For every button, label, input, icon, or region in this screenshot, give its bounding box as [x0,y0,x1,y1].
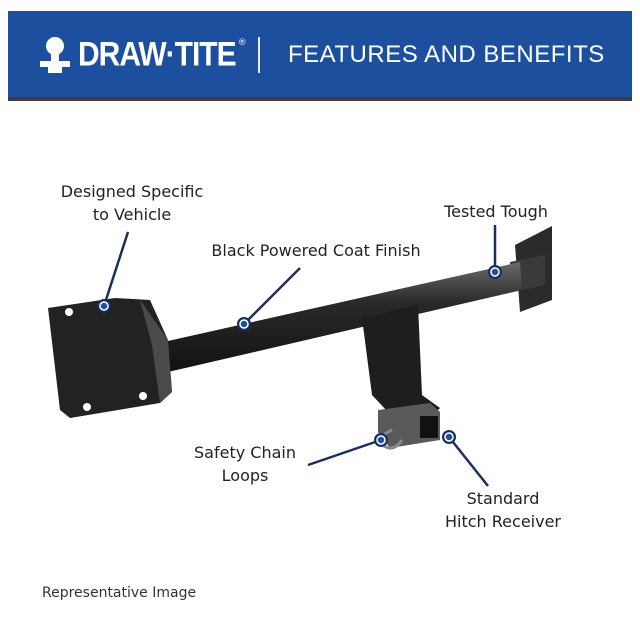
brand-logo: DRAW·TITE ® [38,33,247,77]
header-banner: DRAW·TITE ® FEATURES AND BENEFITS [8,11,632,101]
callout-line-receiver [448,436,489,487]
callout-line-chain [307,438,382,467]
callout-text: Hitch Receiver [445,512,561,531]
receiver-shank [362,305,440,418]
callout-text: Loops [221,466,269,485]
callout-chain: Safety Chain Loops [180,441,310,487]
crossbar [150,262,522,375]
left-mounting-plate [48,298,172,418]
callout-text: to Vehicle [92,205,172,224]
representative-image-note: Representative Image [42,585,197,601]
page-title: FEATURES AND BENEFITS [288,41,605,68]
header-divider [258,37,260,73]
callout-text: Black Powered Coat Finish [211,241,421,260]
callout-text: Tested Tough [444,202,548,221]
callout-finish: Black Powered Coat Finish [196,239,436,262]
callout-text: Safety Chain [194,443,296,462]
callout-text: Standard [466,489,540,508]
brand-name: DRAW·TITE [78,35,237,74]
callout-line-designed [102,231,130,307]
registered-mark: ® [237,38,247,48]
callout-tested: Tested Tough [426,200,566,223]
callout-designed: Designed Specific to Vehicle [52,180,212,226]
hitch-ball-icon [40,37,70,73]
callout-text: Designed Specific [60,182,204,201]
callout-line-finish [243,267,301,325]
callout-receiver: Standard Hitch Receiver [433,487,573,533]
